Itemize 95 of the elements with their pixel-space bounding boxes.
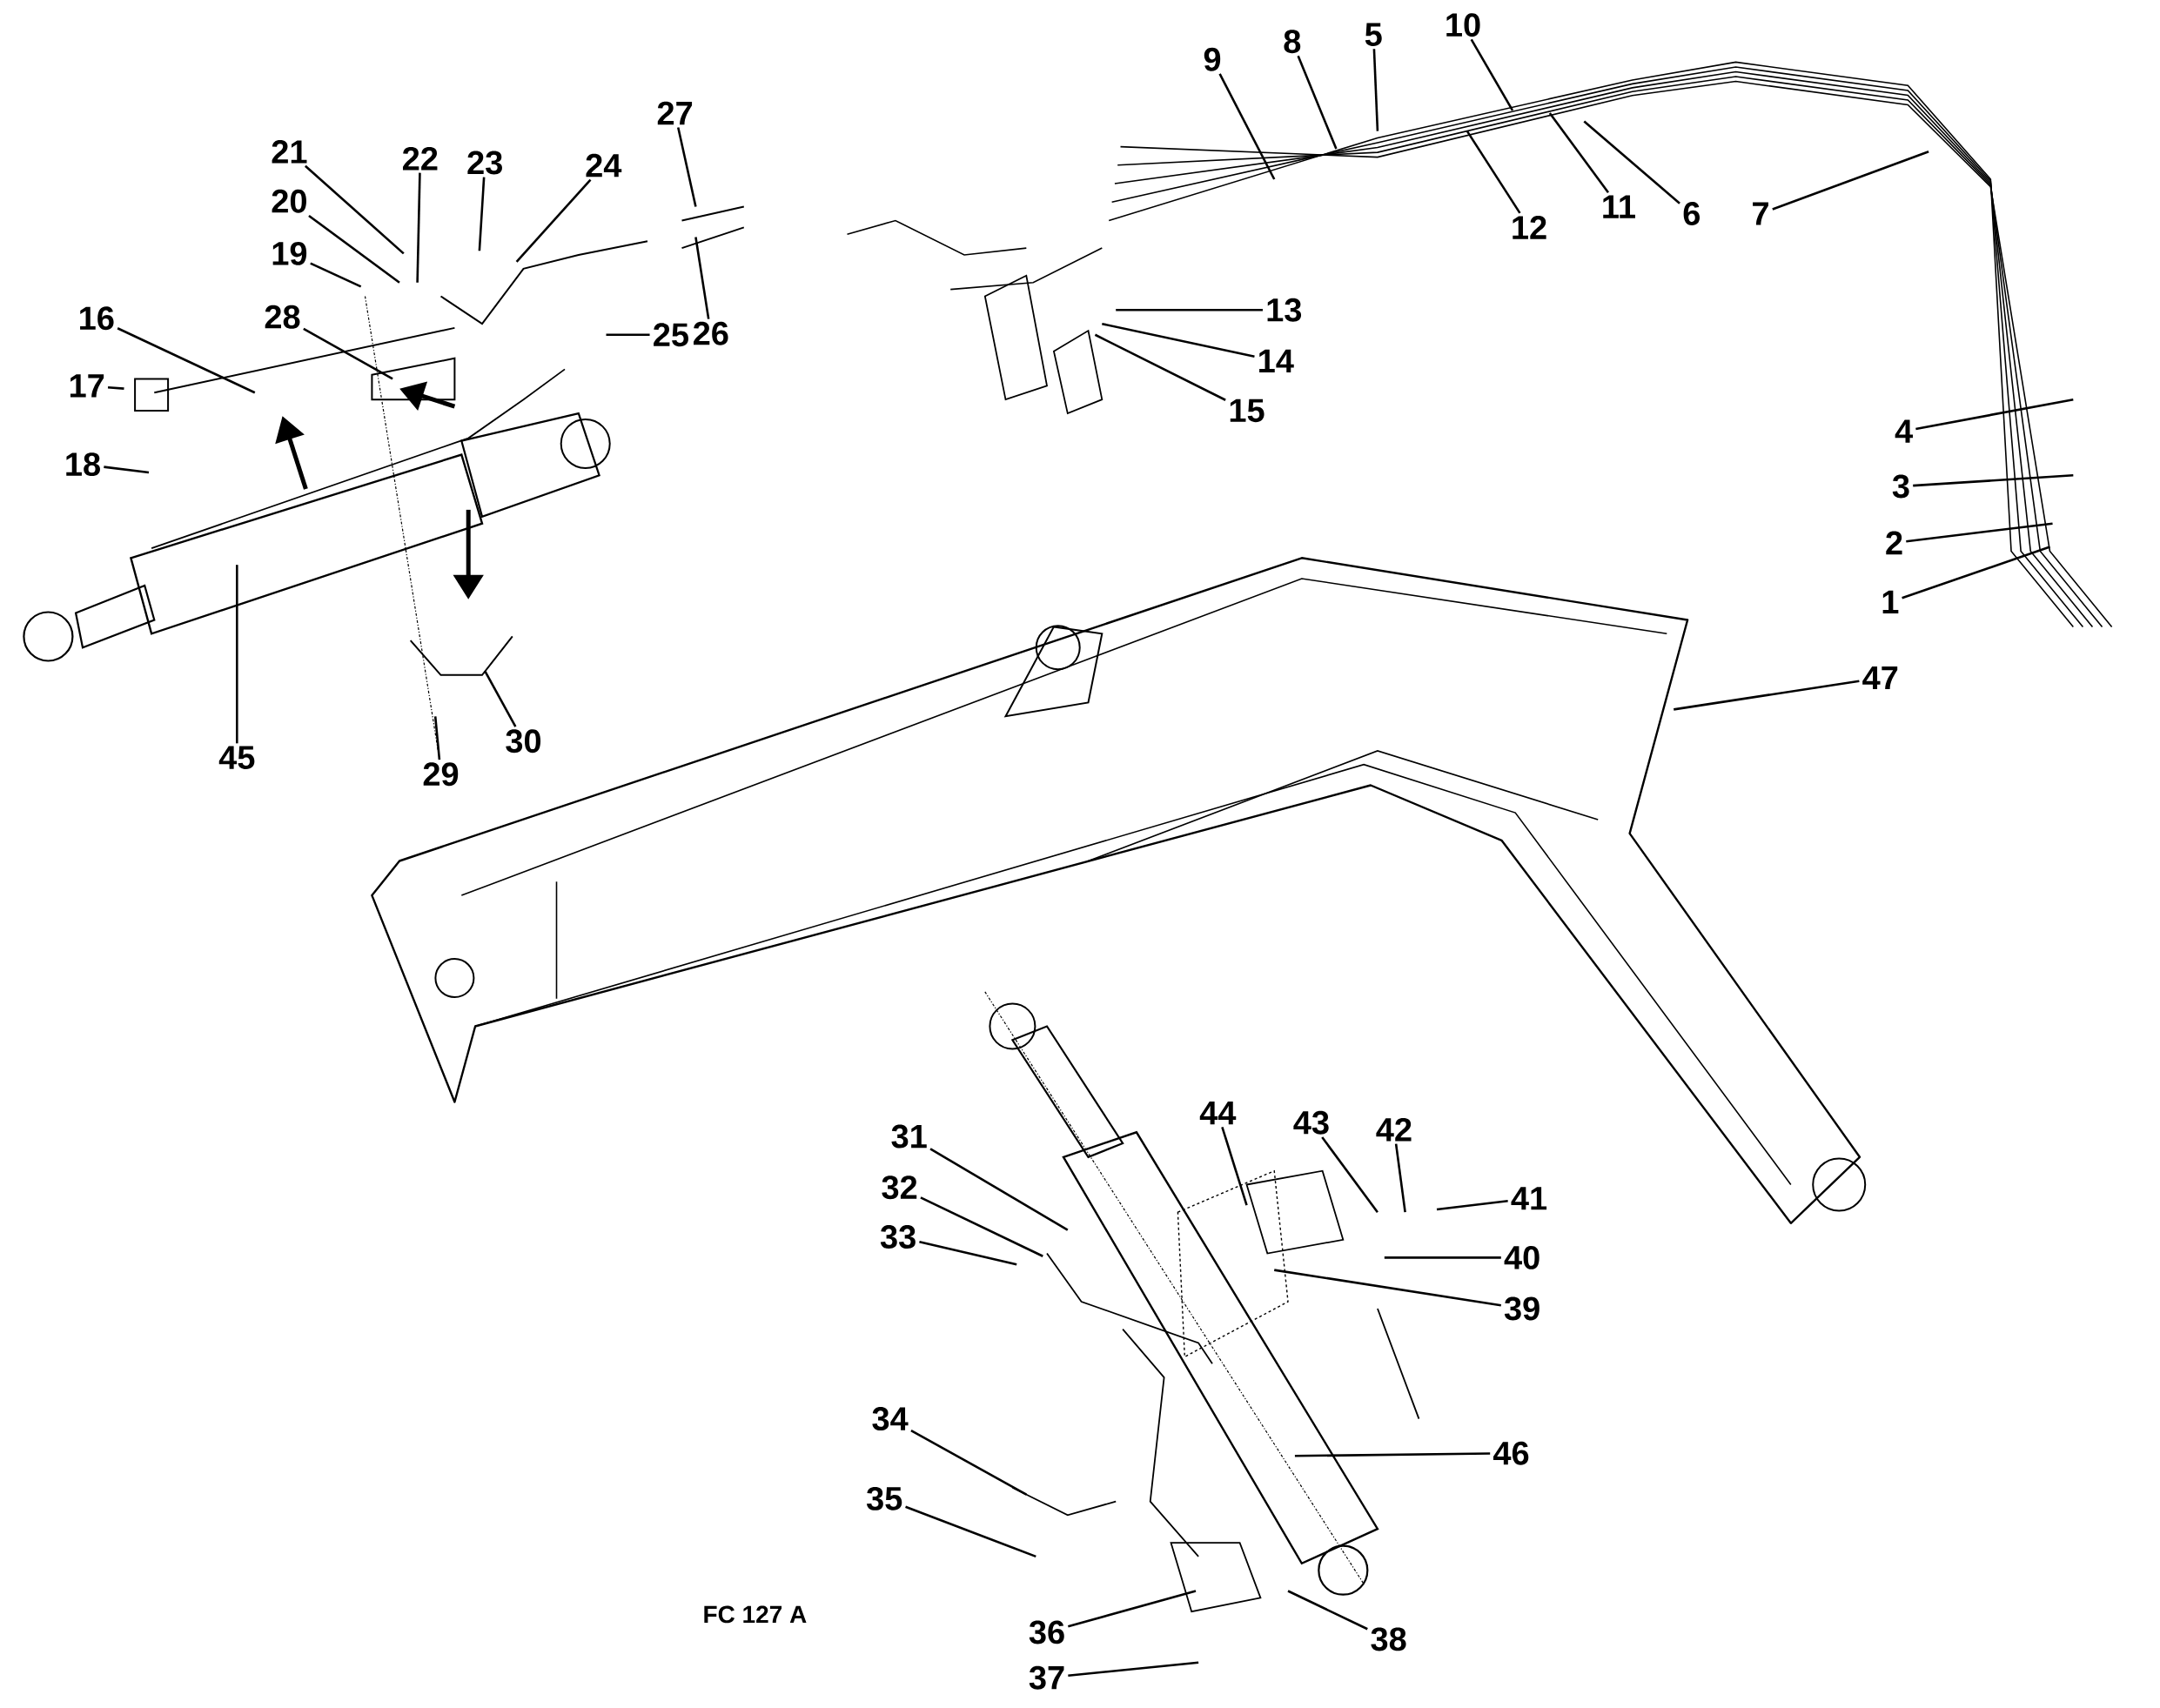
leader-line (1221, 1127, 1248, 1206)
leader-line (1321, 1136, 1379, 1213)
leader-line (920, 1196, 1043, 1257)
callout-number: 18 (66, 452, 100, 477)
callout-number: 46 (1493, 1441, 1529, 1465)
callout-number: 20 (272, 189, 306, 213)
leader-line (1218, 73, 1276, 180)
leader-line (416, 172, 421, 283)
callout-number: 21 (272, 140, 307, 164)
leader-line (1294, 1452, 1491, 1457)
leader-line (1297, 55, 1338, 150)
callout-number: 2 (1886, 531, 1902, 555)
leader-line (484, 670, 517, 727)
leader-line (515, 178, 592, 263)
callout-number: 27 (657, 101, 693, 125)
callout-number: 32 (882, 1176, 917, 1200)
callout-number: 12 (1513, 216, 1546, 239)
callout-number: 28 (265, 305, 300, 329)
leader-line (107, 385, 124, 390)
leader-line (1068, 1661, 1199, 1678)
leader-line (1915, 398, 2074, 431)
callout-number: 1 (1882, 590, 1899, 613)
leader-line (910, 1429, 1027, 1496)
callout-number: 22 (403, 146, 438, 171)
callout-number: 33 (880, 1225, 916, 1249)
leader-line (1466, 130, 1521, 214)
callout-number: 15 (1230, 399, 1264, 423)
leader-line (1274, 1269, 1501, 1307)
leader-line (929, 1148, 1069, 1231)
callout-number: 7 (1753, 202, 1768, 225)
leader-line (1116, 308, 1263, 311)
callout-number: 17 (70, 374, 104, 398)
leader-line (1384, 1256, 1501, 1259)
leader-line (905, 1505, 1036, 1558)
callout-number: 26 (694, 321, 728, 345)
callout-number: 42 (1376, 1117, 1412, 1142)
callout-number: 34 (872, 1407, 909, 1431)
callout-number: 23 (467, 151, 502, 175)
leader-line (1068, 1590, 1197, 1628)
leader-line (606, 333, 650, 337)
callout-number: 13 (1267, 298, 1302, 322)
leader-line (1287, 1590, 1368, 1631)
callout-number: 4 (1895, 419, 1913, 443)
callout-number: 11 (1603, 195, 1635, 218)
callout-number: 36 (1029, 1620, 1064, 1644)
callout-number: 10 (1446, 13, 1480, 37)
callout-number: 19 (272, 241, 307, 265)
leader-line (1102, 322, 1255, 358)
leader-line (677, 127, 697, 207)
callout-number: 39 (1504, 1296, 1540, 1321)
figure-code: FC 127 A (704, 1605, 807, 1624)
leader-line (1674, 680, 1860, 711)
callout-number: 40 (1504, 1245, 1540, 1269)
callout-number: 45 (218, 746, 255, 770)
leader-line (1913, 474, 2074, 487)
leader-line (1772, 151, 1929, 211)
leader-line (1470, 38, 1514, 111)
leader-line (1094, 333, 1226, 401)
leader-line (1906, 522, 2053, 543)
leader-line (104, 466, 150, 474)
leader-line (1902, 546, 2050, 599)
callout-number: 41 (1511, 1187, 1547, 1210)
callout-number: 16 (80, 306, 114, 331)
callout-number: 30 (506, 729, 541, 754)
leader-line (310, 262, 362, 288)
leader-line (1548, 112, 1609, 194)
leader-line (433, 716, 441, 760)
callout-number: 5 (1365, 23, 1382, 47)
callout-number: 43 (1293, 1110, 1329, 1135)
leader-line (308, 214, 400, 284)
callout-number: 44 (1199, 1102, 1237, 1125)
leader-line (236, 565, 238, 744)
callout-number: 8 (1284, 30, 1301, 54)
callout-number: 3 (1892, 474, 1909, 499)
leader-line (1436, 1199, 1508, 1211)
leader-line (694, 237, 710, 319)
callout-number: 25 (654, 323, 688, 347)
leader-line (919, 1241, 1017, 1266)
callout-number: 14 (1259, 349, 1294, 372)
callout-number: 31 (891, 1124, 927, 1149)
callout-number: 35 (866, 1486, 902, 1510)
callout-number: 47 (1862, 666, 1898, 690)
callout-number: 37 (1029, 1665, 1064, 1690)
callout-number: 24 (586, 153, 622, 177)
leader-line (305, 164, 405, 255)
leader-line (1394, 1143, 1406, 1213)
leader-line (303, 327, 393, 380)
leader-line (117, 327, 256, 394)
callout-number: 29 (423, 762, 459, 787)
callout-number: 38 (1371, 1627, 1406, 1651)
leader-line (1372, 49, 1379, 131)
leader-line (1583, 120, 1680, 204)
callout-number: 9 (1204, 47, 1221, 71)
leader-line (478, 177, 486, 251)
callout-number: 6 (1683, 202, 1700, 225)
